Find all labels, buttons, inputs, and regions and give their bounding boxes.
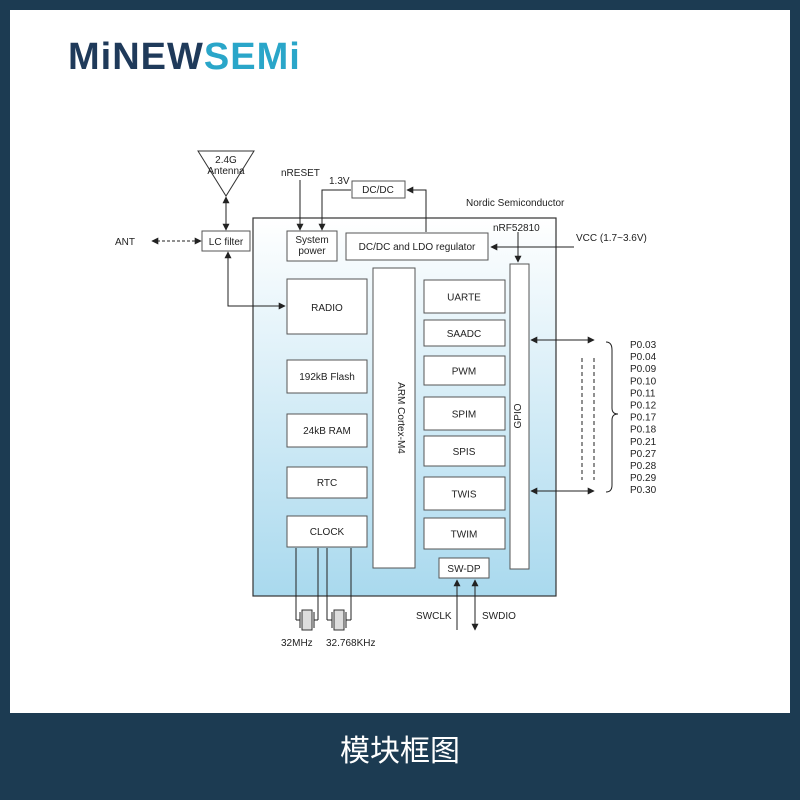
clock-label: CLOCK [310, 527, 345, 538]
ram-box [286, 413, 368, 448]
regulator-to-dcdc [406, 186, 427, 232]
vendor-label: Nordic Semiconductor [466, 198, 565, 209]
xtal2-label: 32.768KHz [326, 638, 375, 649]
minew-logo: MiNEWSEMi [68, 36, 301, 78]
peripheral-box-spis [423, 435, 506, 467]
peripheral-box-twim [423, 517, 506, 550]
pin-label: P0.18 [630, 425, 657, 436]
peripheral-label-twis: TWIS [452, 490, 477, 501]
peripheral-box-saadc [423, 319, 506, 347]
crystal-32768khz [326, 548, 352, 631]
caption: 模块框图 [340, 734, 460, 769]
dcdc-label: DC/DC [362, 185, 394, 196]
dcdc-to-syspower [318, 189, 351, 231]
pin-label: P0.28 [630, 461, 657, 472]
cpu-label: ARM Cortex-M4 [395, 382, 406, 454]
rtc-label: RTC [317, 478, 337, 489]
ram-label: 24kB RAM [303, 426, 351, 437]
peripheral-list: UARTE SAADC PWM SPIM SPIS TWIS TWIM [423, 279, 506, 550]
peripheral-box-uarte [423, 279, 506, 314]
swdio-label: SWDIO [482, 611, 516, 622]
regulator-box [345, 232, 489, 261]
lc-filter-label: LC filter [209, 237, 244, 248]
gpio-box [509, 263, 530, 570]
lc-filter-box [201, 230, 251, 252]
pin-list: P0.03P0.04P0.09P0.10P0.11P0.12P0.17P0.18… [630, 340, 657, 496]
pin-label: P0.09 [630, 364, 657, 375]
pin-label: P0.30 [630, 485, 657, 496]
pin-brace [605, 341, 619, 493]
radio-link [224, 251, 286, 310]
peripheral-label-uarte: UARTE [447, 293, 481, 304]
rtc-box [286, 466, 368, 499]
pin-label: P0.27 [630, 449, 657, 460]
pin-label: P0.21 [630, 437, 657, 448]
pin-label: P0.12 [630, 401, 657, 412]
swdp-label: SW-DP [447, 564, 480, 575]
radio-box [286, 278, 368, 335]
pin-label: P0.29 [630, 473, 657, 484]
clock-box [286, 515, 368, 548]
ant-label: ANT [115, 237, 135, 248]
regulator-label: DC/DC and LDO regulator [359, 242, 476, 253]
peripheral-label-twim: TWIM [451, 530, 478, 541]
peripheral-label-spim: SPIM [452, 410, 476, 421]
flash-label: 192kB Flash [299, 372, 355, 383]
pin-label: P0.10 [630, 376, 657, 387]
flash-box [286, 359, 368, 394]
pin-label: P0.17 [630, 413, 657, 424]
swdp-box [438, 557, 490, 579]
dcdc-box [351, 180, 406, 199]
peripheral-box-pwm [423, 355, 506, 386]
antenna-icon [197, 150, 255, 197]
vcc-label: VCC (1.7~3.6V) [576, 233, 647, 244]
v13-label: 1.3V [329, 176, 350, 187]
peripheral-box-twis [423, 476, 506, 511]
peripheral-label-spis: SPIS [453, 447, 476, 458]
pin-label: P0.03 [630, 340, 657, 351]
chip-label: nRF52810 [493, 223, 540, 234]
swclk-label: SWCLK [416, 611, 452, 622]
peripheral-box-spim [423, 396, 506, 431]
crystal-32mhz [295, 548, 319, 631]
pin-label: P0.04 [630, 352, 657, 363]
cpu-box [372, 267, 416, 569]
peripheral-label-pwm: PWM [452, 367, 476, 378]
gpio-label: GPIO [513, 403, 524, 428]
xtal1-label: 32MHz [281, 638, 313, 649]
pin-label: P0.11 [630, 388, 656, 399]
nreset-label: nRESET [281, 168, 320, 179]
radio-label: RADIO [311, 303, 343, 314]
peripheral-label-saadc: SAADC [447, 329, 481, 340]
system-power-box [286, 230, 338, 262]
